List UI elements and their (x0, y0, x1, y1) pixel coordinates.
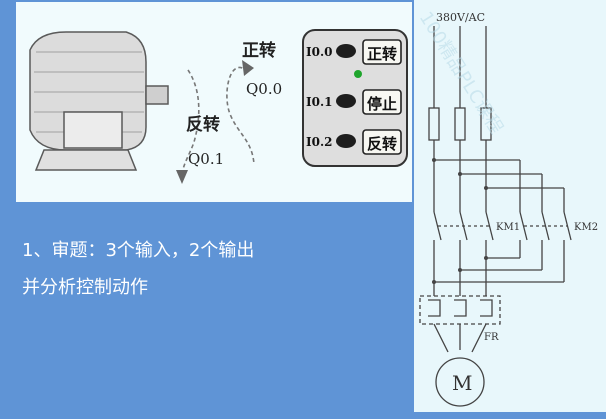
input-label-i0-2: I0.2 (306, 135, 333, 149)
button-knob-forward[interactable] (336, 44, 356, 58)
km1-label: KM1 (496, 222, 520, 233)
input-label-i0-1: I0.1 (306, 95, 333, 109)
schematic-drawing: 380V/AC KM1 KM2 FR M (419, 11, 598, 407)
input-label-i0-0: I0.0 (306, 45, 333, 59)
motor-icon (29, 31, 169, 171)
task-line-1: 1、审题：3个输入，2个输出 (22, 240, 255, 261)
forward-label: 正转 (242, 40, 276, 61)
motor-label: M (452, 371, 472, 395)
control-box: I0.0 正转 I0.1 停止 I0.2 反转 (302, 29, 408, 167)
power-circuit-schematic: 100精品PLC课程 (414, 0, 606, 412)
stop-button-label: 停止 (367, 95, 397, 113)
reverse-rotation-arrow (181, 69, 200, 175)
reverse-label: 反转 (186, 114, 220, 135)
reverse-button[interactable] (362, 129, 402, 155)
run-indicator-light (354, 70, 362, 78)
km2-label: KM2 (574, 222, 598, 233)
button-knob-stop[interactable] (336, 94, 356, 108)
stop-button[interactable] (362, 89, 402, 115)
forward-output: Q0.0 (246, 80, 282, 98)
motor-diagram-panel: 正转 Q0.0 反转 Q0.1 I0.0 正转 I0.1 停止 I0.2 反转 (16, 2, 412, 202)
forward-button-label: 正转 (367, 45, 397, 63)
reverse-output: Q0.1 (188, 150, 224, 168)
task-line-2: 并分析控制动作 (22, 277, 148, 298)
motor-illustration: 正转 Q0.0 反转 Q0.1 I0.0 正转 I0.1 停止 I0.2 反转 (29, 29, 408, 184)
fr-label: FR (484, 332, 499, 343)
button-knob-reverse[interactable] (336, 134, 356, 148)
forward-button[interactable] (362, 39, 402, 65)
reverse-button-label: 反转 (367, 135, 397, 153)
forward-rotation-arrow (226, 66, 255, 165)
supply-label: 380V/AC (436, 11, 485, 24)
motor-symbol (435, 357, 485, 407)
